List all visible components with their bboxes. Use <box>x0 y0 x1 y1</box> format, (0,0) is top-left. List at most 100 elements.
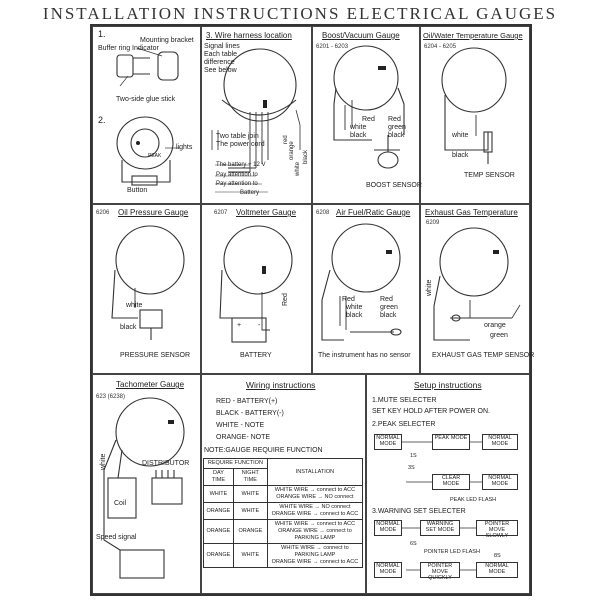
oil-pressure-black: black <box>120 324 137 331</box>
wiring-note: NOTE:GAUGE REQUIRE FUNCTION <box>204 447 323 454</box>
cell-tacho <box>92 374 201 594</box>
egt-orange: orange <box>484 322 506 329</box>
setup-pointer-flash: POINTER LED FLASH <box>424 549 480 555</box>
harness-join2: The power cord <box>216 141 265 148</box>
oil-pressure-heading: Oil Pressure Gauge <box>118 208 189 217</box>
setup-peak-mode: PEAK MODE <box>432 434 470 450</box>
volt-battery-minus: - <box>258 322 261 329</box>
cell-boost <box>312 26 420 204</box>
tacho-speed: Speed signal <box>96 534 137 541</box>
volt-code: 6207 <box>214 210 228 216</box>
cell-setup <box>366 374 530 594</box>
boost-code: 6201 - 6203 <box>316 44 349 50</box>
mount-gauge-circle <box>116 116 174 170</box>
tacho-heading: Tachometer Gauge <box>116 380 185 389</box>
boost-sensor-shape <box>377 151 399 169</box>
volt-red: Red <box>282 293 289 306</box>
afr-note: The instrument has no sensor <box>318 352 411 359</box>
afr-black-right: black <box>380 312 397 319</box>
wiring-line-white: WHITE - NOTE <box>216 422 265 429</box>
cell-egt <box>420 204 530 374</box>
setup-peak-flash: PEAK LED FLASH <box>450 497 497 503</box>
setup-time-1s: 1S <box>410 453 417 459</box>
coil-shape <box>107 477 137 519</box>
wiring-line-orange: ORANGE- NOTE <box>216 434 271 441</box>
cell-afr <box>312 204 420 374</box>
oil-water-heading: Oil/Water Temperature Gauge <box>423 31 523 40</box>
boost-green-right: green <box>388 124 406 131</box>
setup-normal-1: NORMAL MODE <box>374 434 402 450</box>
cell-wiring <box>201 374 366 594</box>
mount-indicator-label: Indicator <box>132 45 159 52</box>
volt-battery-plus: + <box>237 322 242 329</box>
th-night: NIGHT TIME <box>232 468 268 486</box>
mount-lights-label: lights <box>176 144 193 151</box>
setup-clear-mode: CLEAR MODE <box>432 474 470 490</box>
harness-wire-orange: orange <box>289 141 295 160</box>
gauge-side-shape <box>157 51 179 81</box>
wiring-line-red: RED - BATTERY(+) <box>216 398 278 405</box>
afr-gauge-circle <box>331 223 401 293</box>
wiring-heading: Wiring instructions <box>246 380 316 390</box>
afr-white-left: white <box>346 304 363 311</box>
setup-mute-desc: SET KEY HOLD AFTER POWER ON. <box>372 408 490 415</box>
buffer-ring-shape <box>116 54 134 78</box>
speed-signal-box <box>119 549 165 579</box>
tacho-coil: Coil <box>114 500 127 507</box>
oil-water-code: 6204 - 6205 <box>424 44 457 50</box>
harness-battery-minus: Battery <box>240 190 260 196</box>
setup-warning: 3.WARNING SET SELECTER <box>372 508 466 515</box>
harness-each: Each table <box>204 51 238 58</box>
oil-water-gauge-circle <box>441 47 507 113</box>
egt-green: green <box>490 332 508 339</box>
setup-time-8s: 8S <box>494 553 501 559</box>
setup-time-6s: 6S <box>410 541 417 547</box>
tacho-white: white <box>100 453 107 470</box>
mount-button-label: Button <box>127 187 148 194</box>
volt-heading: Voltmeter Gauge <box>236 208 297 217</box>
setup-time-3s: 3S <box>408 465 415 471</box>
table-row: ORANGE ORANGE WHITE WIRE → connect to AC… <box>203 519 364 544</box>
oil-water-sensor: TEMP SENSOR <box>464 172 515 179</box>
th-installation: INSTALLATION <box>266 458 364 486</box>
pressure-sensor-shape <box>139 309 163 329</box>
setup-normal-2: NORMAL MODE <box>482 434 518 450</box>
afr-heading: Air Fuel/Ratic Gauge <box>336 208 411 217</box>
harness-pay1: Pay attention to <box>216 172 258 178</box>
setup-peak: 2.PEAK SELECTER <box>372 421 436 428</box>
mount-peak-label: PEAK <box>148 153 162 159</box>
setup-warning-mode: WARNING SET MODE <box>420 520 460 536</box>
cell-voltmeter <box>201 204 312 374</box>
afr-code: 6208 <box>316 210 330 216</box>
boost-sensor-label: BOOST SENSOR <box>366 182 422 189</box>
mount-step1: 1. <box>98 29 106 39</box>
egt-heading: Exhaust Gas Temperature <box>425 208 518 217</box>
mount-buffer-label: Buffer ring <box>98 45 131 52</box>
oil-pressure-white: white <box>126 302 143 309</box>
distributor-shape <box>151 477 183 505</box>
egt-code: 6209 <box>426 220 440 226</box>
page-title: INSTALLATION INSTRUCTIONS ELECTRICAL GAU… <box>42 4 558 23</box>
setup-mute: 1.MUTE SELECTER <box>372 397 437 404</box>
mount-step2: 2. <box>98 115 106 125</box>
boost-red-left: Red <box>362 116 375 123</box>
mount-glue-label: Two-side glue stick <box>116 96 176 103</box>
boost-black-right: black <box>388 132 405 139</box>
egt-gauge-circle <box>439 227 509 297</box>
setup-normal-6: NORMAL MODE <box>476 562 518 578</box>
harness-see: See below <box>204 67 237 74</box>
egt-white: white <box>426 279 433 296</box>
instructions-frame <box>90 24 532 596</box>
harness-wire-white: white <box>295 161 301 176</box>
harness-wire-black: black <box>303 149 309 164</box>
volt-battery-label: BATTERY <box>240 352 272 359</box>
setup-pointer-quick: POINTER MOVE QUICKLY <box>420 562 460 581</box>
harness-battery-plus: The battery + 12 V <box>216 162 266 168</box>
boost-white-left: white <box>350 124 367 131</box>
setup-normal-4: NORMAL MODE <box>374 520 402 536</box>
boost-black-left: black <box>350 132 367 139</box>
boost-gauge-circle <box>333 45 399 111</box>
